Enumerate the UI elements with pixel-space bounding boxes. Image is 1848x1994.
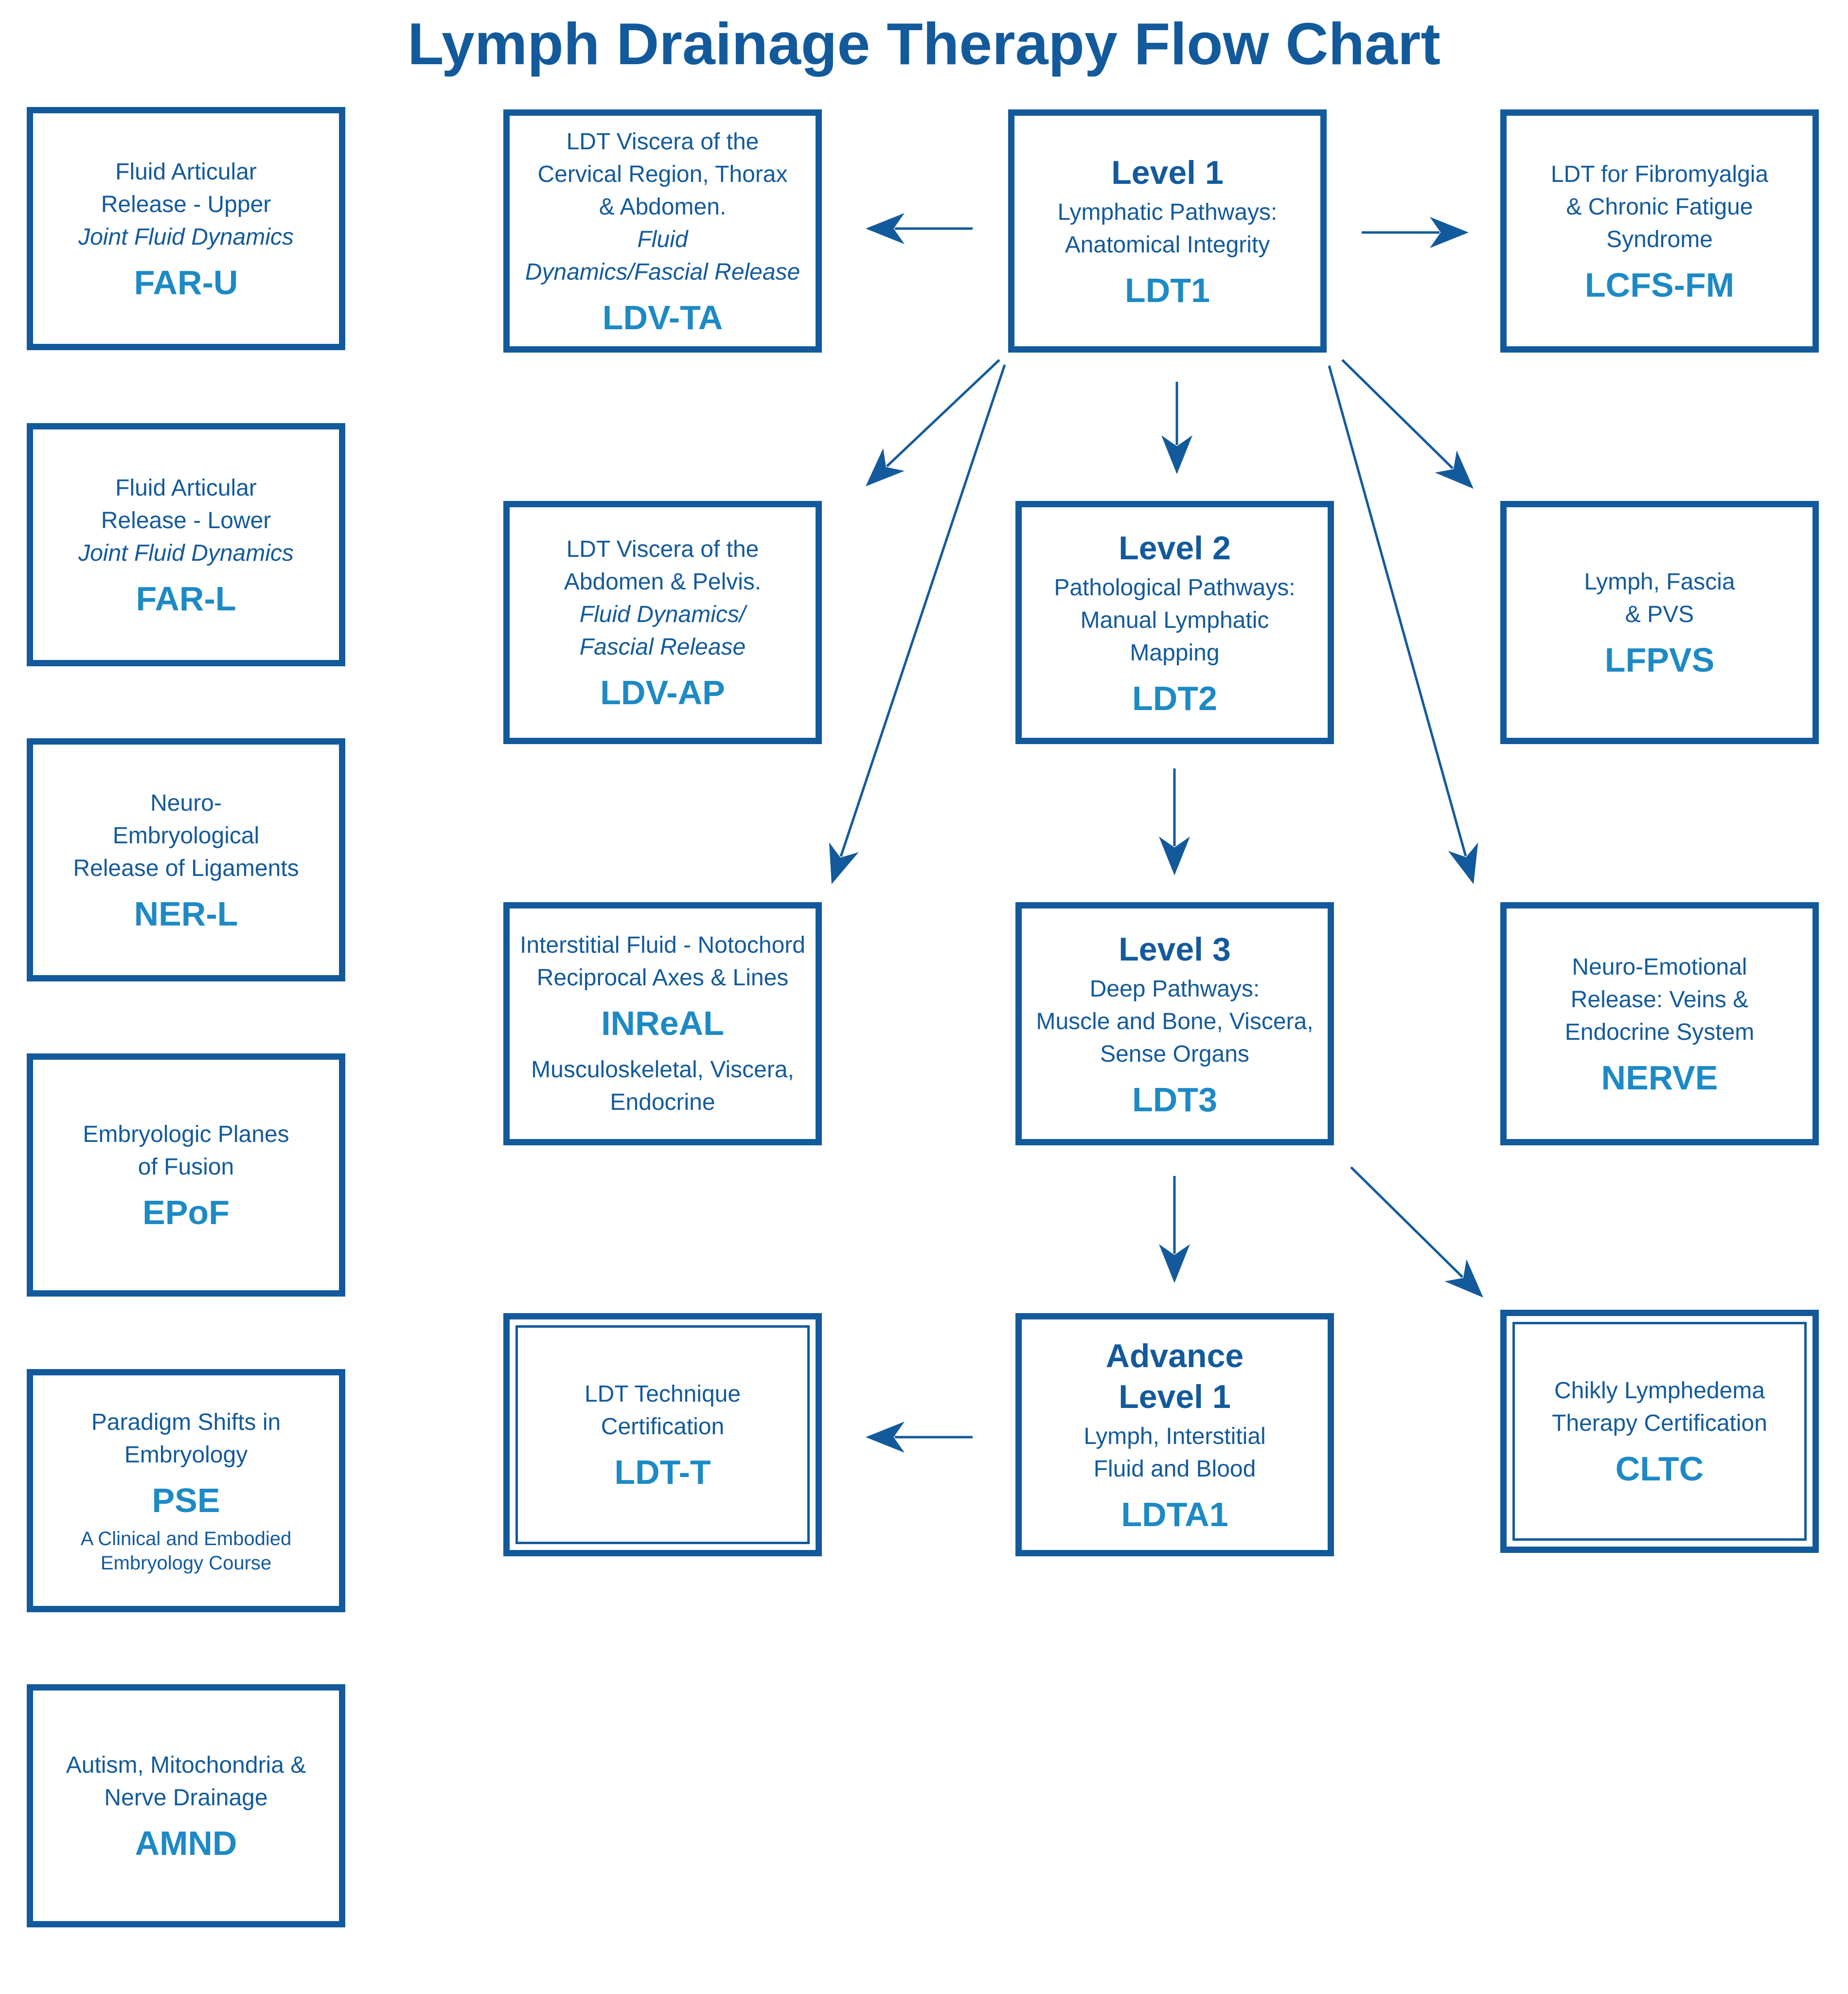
far-u-description: Fluid Articular Release - Upper (101, 159, 271, 217)
ldt1-code: LDT1 (1125, 271, 1210, 309)
ldt2-code: LDT2 (1132, 679, 1217, 717)
arrow-line (1341, 359, 1454, 469)
arrow-ldt1-to-ldt2 (1161, 382, 1192, 474)
arrow-ldt3-to-cltc (1350, 1166, 1483, 1298)
ner-l-box[interactable]: Neuro- Embryological Release of Ligament… (27, 738, 345, 981)
ldt1-level: Level 1 (1111, 154, 1224, 191)
arrow-head (1444, 1259, 1483, 1298)
cltc-code: CLTC (1615, 1450, 1704, 1488)
ldt1-description: Lymphatic Pathways: Anatomical Integrity (1057, 199, 1278, 258)
arrow-head (1448, 842, 1478, 884)
epof-code: EPoF (142, 1193, 230, 1231)
arrow-line (1328, 365, 1467, 856)
pse-note: A Clinical and Embodied Embryology Cours… (80, 1528, 292, 1574)
ldt3-level: Level 3 (1119, 930, 1231, 968)
inreal-code: INReAL (601, 1004, 724, 1042)
arrow-ldt1-to-ldv-ap (866, 359, 1000, 486)
amnd-box[interactable]: Autism, Mitochondria & Nerve Drainage AM… (27, 1684, 345, 1927)
lcfs-fm-description: LDT for Fibromyalgia & Chronic Fatigue S… (1550, 161, 1769, 252)
arrow-head (1435, 450, 1474, 489)
ldv-ap-code: LDV-AP (600, 674, 725, 712)
ldv-ap-subtitle: Fluid Dynamics/ Fascial Release (579, 602, 746, 660)
ldt3-box[interactable]: Level 3 Deep Pathways: Muscle and Bone, … (1015, 902, 1334, 1145)
inreal-areas: Musculoskeletal, Viscera, Endocrine (531, 1057, 794, 1115)
ldt2-level: Level 2 (1119, 529, 1231, 567)
arrow-ldta1-to-ldt-t (866, 1422, 973, 1453)
arrow-head (1159, 1244, 1190, 1283)
far-l-box[interactable]: Fluid Articular Release - Lower Joint Fl… (27, 423, 345, 666)
ldta1-code: LDTA1 (1121, 1496, 1228, 1533)
far-u-subtitle: Joint Fluid Dynamics (78, 224, 294, 250)
amnd-code: AMND (135, 1824, 237, 1862)
lfpvs-box[interactable]: Lymph, Fascia & PVS LFPVS (1500, 501, 1819, 744)
cltc-description: Chikly Lymphedema Therapy Certification (1552, 1378, 1767, 1436)
arrow-ldt1-to-lfpvs (1341, 359, 1474, 489)
arrow-head (829, 842, 859, 884)
arrow-ldt1-to-nerve (1328, 365, 1478, 884)
lcfs-fm-box[interactable]: LDT for Fibromyalgia & Chronic Fatigue S… (1500, 109, 1819, 353)
ldt-t-description: LDT Technique Certification (584, 1381, 741, 1440)
far-l-subtitle: Joint Fluid Dynamics (78, 540, 294, 566)
lfpvs-description: Lymph, Fascia & PVS (1584, 569, 1735, 627)
ldv-ta-description: LDT Viscera of the Cervical Region, Thor… (537, 128, 788, 220)
ldv-ap-box[interactable]: LDT Viscera of the Abdomen & Pelvis. Flu… (503, 501, 822, 744)
page-title: Lymph Drainage Therapy Flow Chart (407, 11, 1441, 77)
arrow-ldt1-to-lcfs-fm (1362, 217, 1469, 248)
far-u-code: FAR-U (134, 263, 238, 302)
arrow-ldt1-to-inreal (829, 364, 1006, 884)
arrow-line (1350, 1166, 1464, 1278)
ldv-ta-code: LDV-TA (602, 298, 723, 337)
far-l-description: Fluid Articular Release - Lower (101, 475, 271, 534)
amnd-description: Autism, Mitochondria & Nerve Drainage (66, 1752, 306, 1811)
nerve-description: Neuro-Emotional Release: Veins & Endocri… (1564, 954, 1755, 1045)
ldt1-box[interactable]: Level 1 Lymphatic Pathways: Anatomical I… (1008, 109, 1327, 353)
pse-code: PSE (152, 1481, 220, 1519)
arrow-line (839, 364, 1006, 857)
ldta1-level: Advance Level 1 (1105, 1337, 1244, 1415)
far-l-code: FAR-L (136, 579, 236, 618)
ldv-ap-description: LDT Viscera of the Abdomen & Pelvis. (564, 536, 762, 595)
ldta1-box[interactable]: Advance Level 1 Lymph, Interstitial Flui… (1015, 1313, 1334, 1556)
ldv-ta-box[interactable]: LDT Viscera of the Cervical Region, Thor… (503, 109, 822, 353)
arrow-head (1161, 435, 1192, 474)
far-u-box[interactable]: Fluid Articular Release - Upper Joint Fl… (27, 107, 345, 350)
ner-l-code: NER-L (134, 894, 238, 933)
ldta1-description: Lymph, Interstitial Fluid and Blood (1084, 1424, 1266, 1482)
arrow-head (866, 1422, 905, 1453)
epof-box[interactable]: Embryologic Planes of Fusion EPoF (27, 1053, 345, 1297)
lcfs-fm-code: LCFS-FM (1584, 266, 1735, 304)
arrow-line (886, 359, 1000, 467)
ldt-t-code: LDT-T (614, 1453, 711, 1491)
ldt2-description: Pathological Pathways: Manual Lymphatic … (1054, 574, 1296, 666)
pse-description: Paradigm Shifts in Embryology (91, 1409, 281, 1468)
inreal-description: Interstitial Fluid - Notochord Reciproca… (520, 932, 805, 991)
arrow-head (866, 213, 905, 244)
ldt3-description: Deep Pathways: Muscle and Bone, Viscera,… (1036, 976, 1314, 1067)
epof-description: Embryologic Planes of Fusion (83, 1122, 289, 1180)
nerve-box[interactable]: Neuro-Emotional Release: Veins & Endocri… (1500, 902, 1819, 1145)
inreal-box[interactable]: Interstitial Fluid - Notochord Reciproca… (503, 902, 822, 1145)
ldt2-box[interactable]: Level 2 Pathological Pathways: Manual Ly… (1015, 501, 1334, 744)
arrow-ldt2-to-ldt3 (1159, 768, 1190, 875)
arrow-head (866, 448, 905, 486)
ldt3-code: LDT3 (1132, 1080, 1217, 1119)
arrow-head (1159, 837, 1190, 875)
arrow-ldt3-to-ldta1 (1159, 1176, 1190, 1283)
cltc-box[interactable]: Chikly Lymphedema Therapy Certification … (1500, 1310, 1819, 1553)
arrow-head (1430, 217, 1469, 248)
pse-box[interactable]: Paradigm Shifts in Embryology PSE A Clin… (27, 1369, 345, 1612)
ldv-ta-subtitle: Fluid Dynamics/Fascial Release (525, 226, 800, 285)
lfpvs-code: LFPVS (1604, 641, 1715, 679)
arrow-ldt1-to-ldv-ta (866, 213, 973, 244)
nerve-code: NERVE (1601, 1058, 1718, 1097)
ner-l-description: Neuro- Embryological Release of Ligament… (73, 790, 299, 881)
ldt-t-box[interactable]: LDT Technique Certification LDT-T (503, 1313, 822, 1556)
